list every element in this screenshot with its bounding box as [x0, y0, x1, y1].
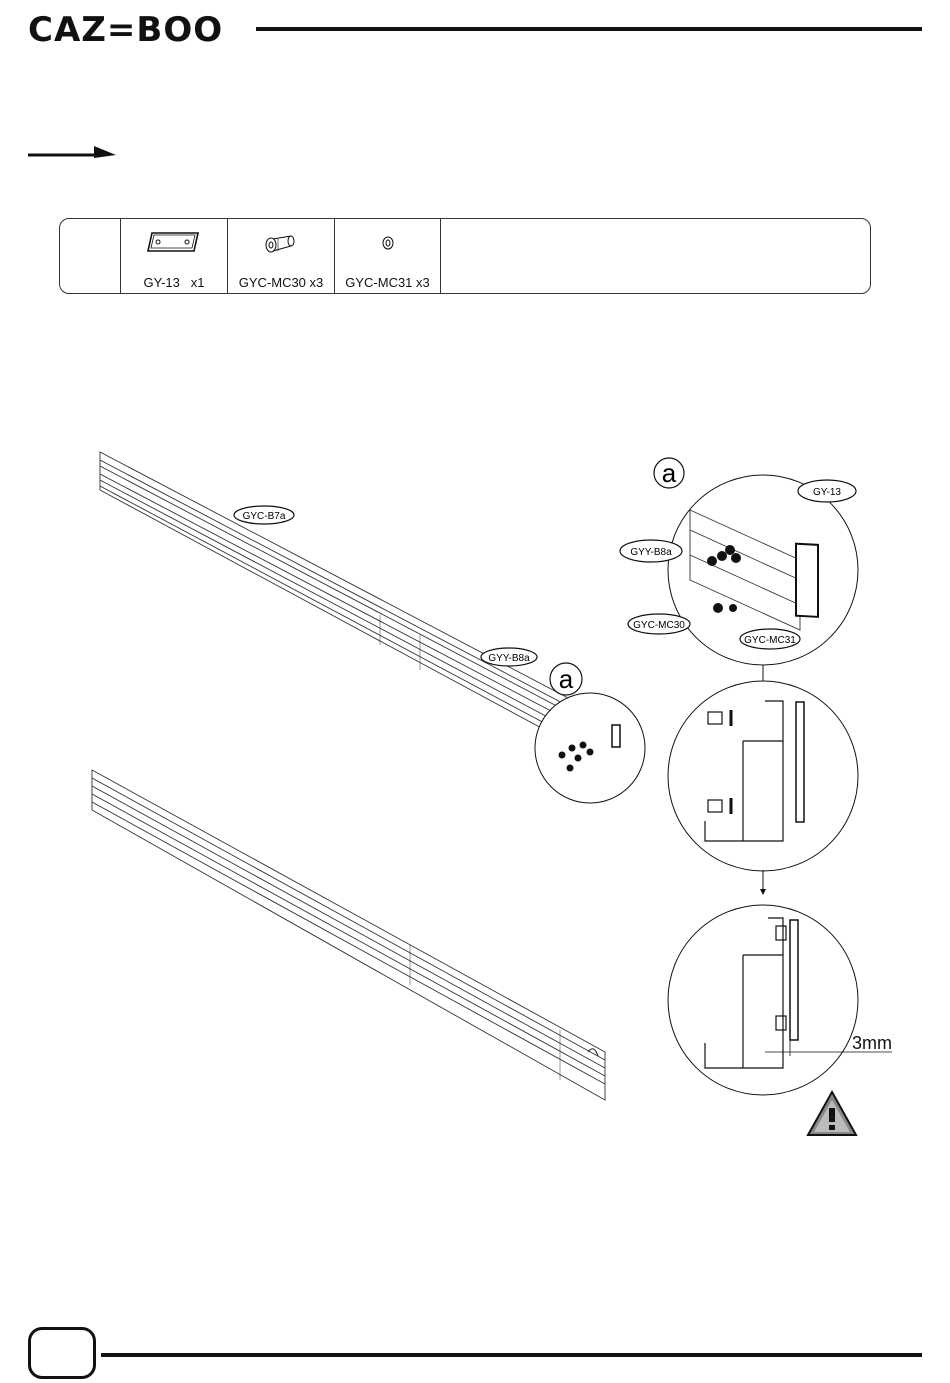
- plate-icon: [146, 231, 202, 255]
- callout-text: GYY-B8a: [488, 653, 530, 664]
- page-number-box: [28, 1327, 96, 1379]
- lower-beam: [92, 770, 605, 1100]
- callout-text: GYC-B7a: [243, 511, 286, 522]
- warning-triangle-icon: [808, 1092, 856, 1135]
- callout-text: GY-13: [813, 487, 841, 498]
- detail-circle-small: a: [535, 663, 645, 803]
- callout-beam-top: GYC-B7a: [234, 506, 294, 524]
- callout-text: GYC-MC31: [744, 635, 796, 646]
- upper-beam: [100, 452, 610, 765]
- gap-dimension: 3mm: [852, 1033, 892, 1053]
- footer-rule: [101, 1353, 922, 1357]
- callout-beam-mid: GYY-B8a: [481, 648, 537, 666]
- part-gyc-mc30: GYC-MC30 x3: [227, 219, 334, 293]
- detail-circle-step2: [668, 681, 858, 895]
- header-rule: [256, 27, 922, 31]
- part-gyc-mc31: GYC-MC31 x3: [334, 219, 441, 293]
- detail-circle-a: a GY-13 GYY-B8a GYC-MC30 GYC-MC31: [620, 458, 858, 688]
- callout-text: GYY-B8a: [630, 547, 672, 558]
- detail-circle-step3: 3mm: [668, 905, 892, 1095]
- assembly-drawing: GYC-B7a GYY-B8a a a GY-13: [0, 430, 950, 1150]
- detail-letter: a: [559, 664, 574, 694]
- bolt-icon: [261, 231, 301, 255]
- callout-text: GYC-MC30: [633, 620, 685, 631]
- part-label: GYC-MC30 x3: [228, 275, 334, 290]
- detail-letter: a: [662, 458, 677, 488]
- part-label: GY-13 x1: [121, 275, 227, 290]
- brand-logo: CAZ=BOO: [28, 10, 223, 50]
- part-gy13: GY-13 x1: [120, 219, 227, 293]
- part-label: GYC-MC31 x3: [335, 275, 440, 290]
- parts-list: GY-13 x1 GYC-MC30 x3 GYC-MC31 x3: [59, 218, 871, 294]
- washer-icon: [376, 231, 400, 255]
- step-arrow-icon: [28, 142, 118, 162]
